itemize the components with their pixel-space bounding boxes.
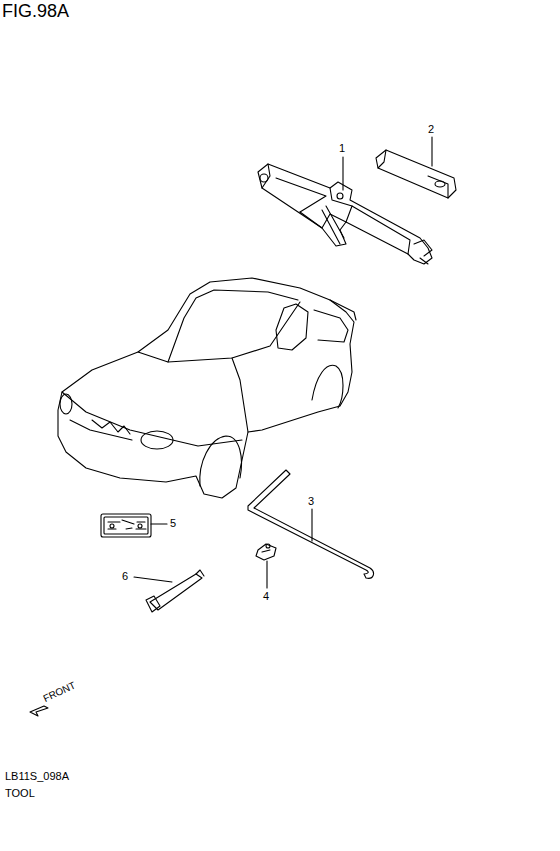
callout-number: 2: [428, 124, 434, 135]
jack: [258, 164, 432, 264]
callout-number: 1: [339, 143, 345, 154]
front-arrow: [30, 706, 48, 716]
tool-kit: [101, 514, 151, 537]
front-label: FRONT: [42, 680, 77, 704]
section-name: TOOL: [5, 788, 35, 799]
wheel-wrench: [146, 570, 204, 612]
callout-number: 4: [263, 591, 269, 602]
callout-number: 5: [170, 518, 176, 529]
callout-number: 6: [122, 571, 128, 582]
jack-bag: [376, 150, 456, 198]
figure-title: FIG.98A: [2, 2, 69, 20]
clip: [256, 544, 276, 560]
leader-lines: [134, 137, 432, 588]
car-outline: [58, 278, 356, 498]
drawing-code: LB11S_098A: [5, 771, 69, 782]
callout-number: 3: [308, 496, 314, 507]
